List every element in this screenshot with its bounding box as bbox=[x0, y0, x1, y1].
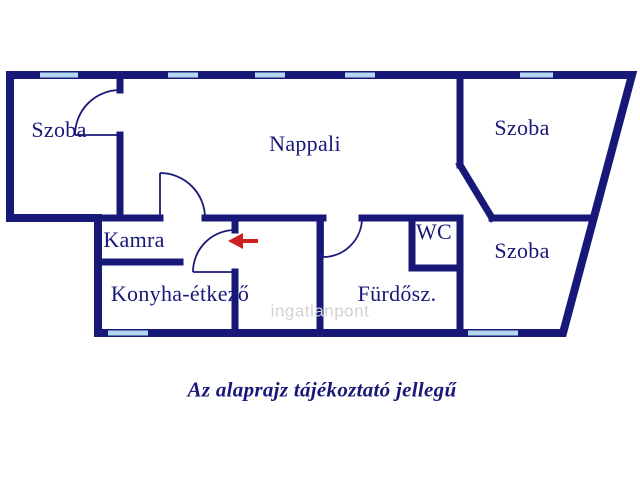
door-bathroom-arc bbox=[322, 217, 363, 258]
room-label-furdoszoba: Fürdősz. bbox=[357, 281, 437, 306]
room-label-kamra: Kamra bbox=[103, 227, 165, 252]
room-label-nappali: Nappali bbox=[269, 131, 341, 156]
door-entrance-arc bbox=[192, 229, 236, 273]
room-label-szoba-left: Szoba bbox=[31, 117, 87, 142]
door-kamra-hall-arc bbox=[159, 172, 206, 219]
outer-wall-outline bbox=[6, 71, 638, 337]
interior-walls bbox=[94, 71, 596, 337]
door-left-room-arc bbox=[74, 89, 121, 136]
room-label-konyha-etkezo: Konyha-étkező bbox=[110, 281, 250, 306]
room-label-wc: WC bbox=[415, 219, 453, 244]
door-entrance bbox=[192, 229, 236, 273]
door-left-room bbox=[74, 89, 121, 136]
door-bathroom bbox=[322, 217, 363, 258]
doors bbox=[74, 89, 363, 273]
wall-diagonal-right-room bbox=[455, 160, 497, 223]
windows bbox=[40, 72, 553, 336]
room-label-szoba-top-right: Szoba bbox=[494, 115, 550, 140]
watermark-text: ingatlanpont bbox=[270, 301, 370, 321]
plan-disclaimer-caption: Az alaprajz tájékoztató jellegű bbox=[187, 377, 457, 402]
door-kamra-hall bbox=[159, 172, 206, 219]
outer-walls bbox=[6, 71, 638, 337]
entrance-arrow-icon bbox=[228, 233, 258, 249]
room-label-szoba-bottom-right: Szoba bbox=[494, 238, 550, 263]
